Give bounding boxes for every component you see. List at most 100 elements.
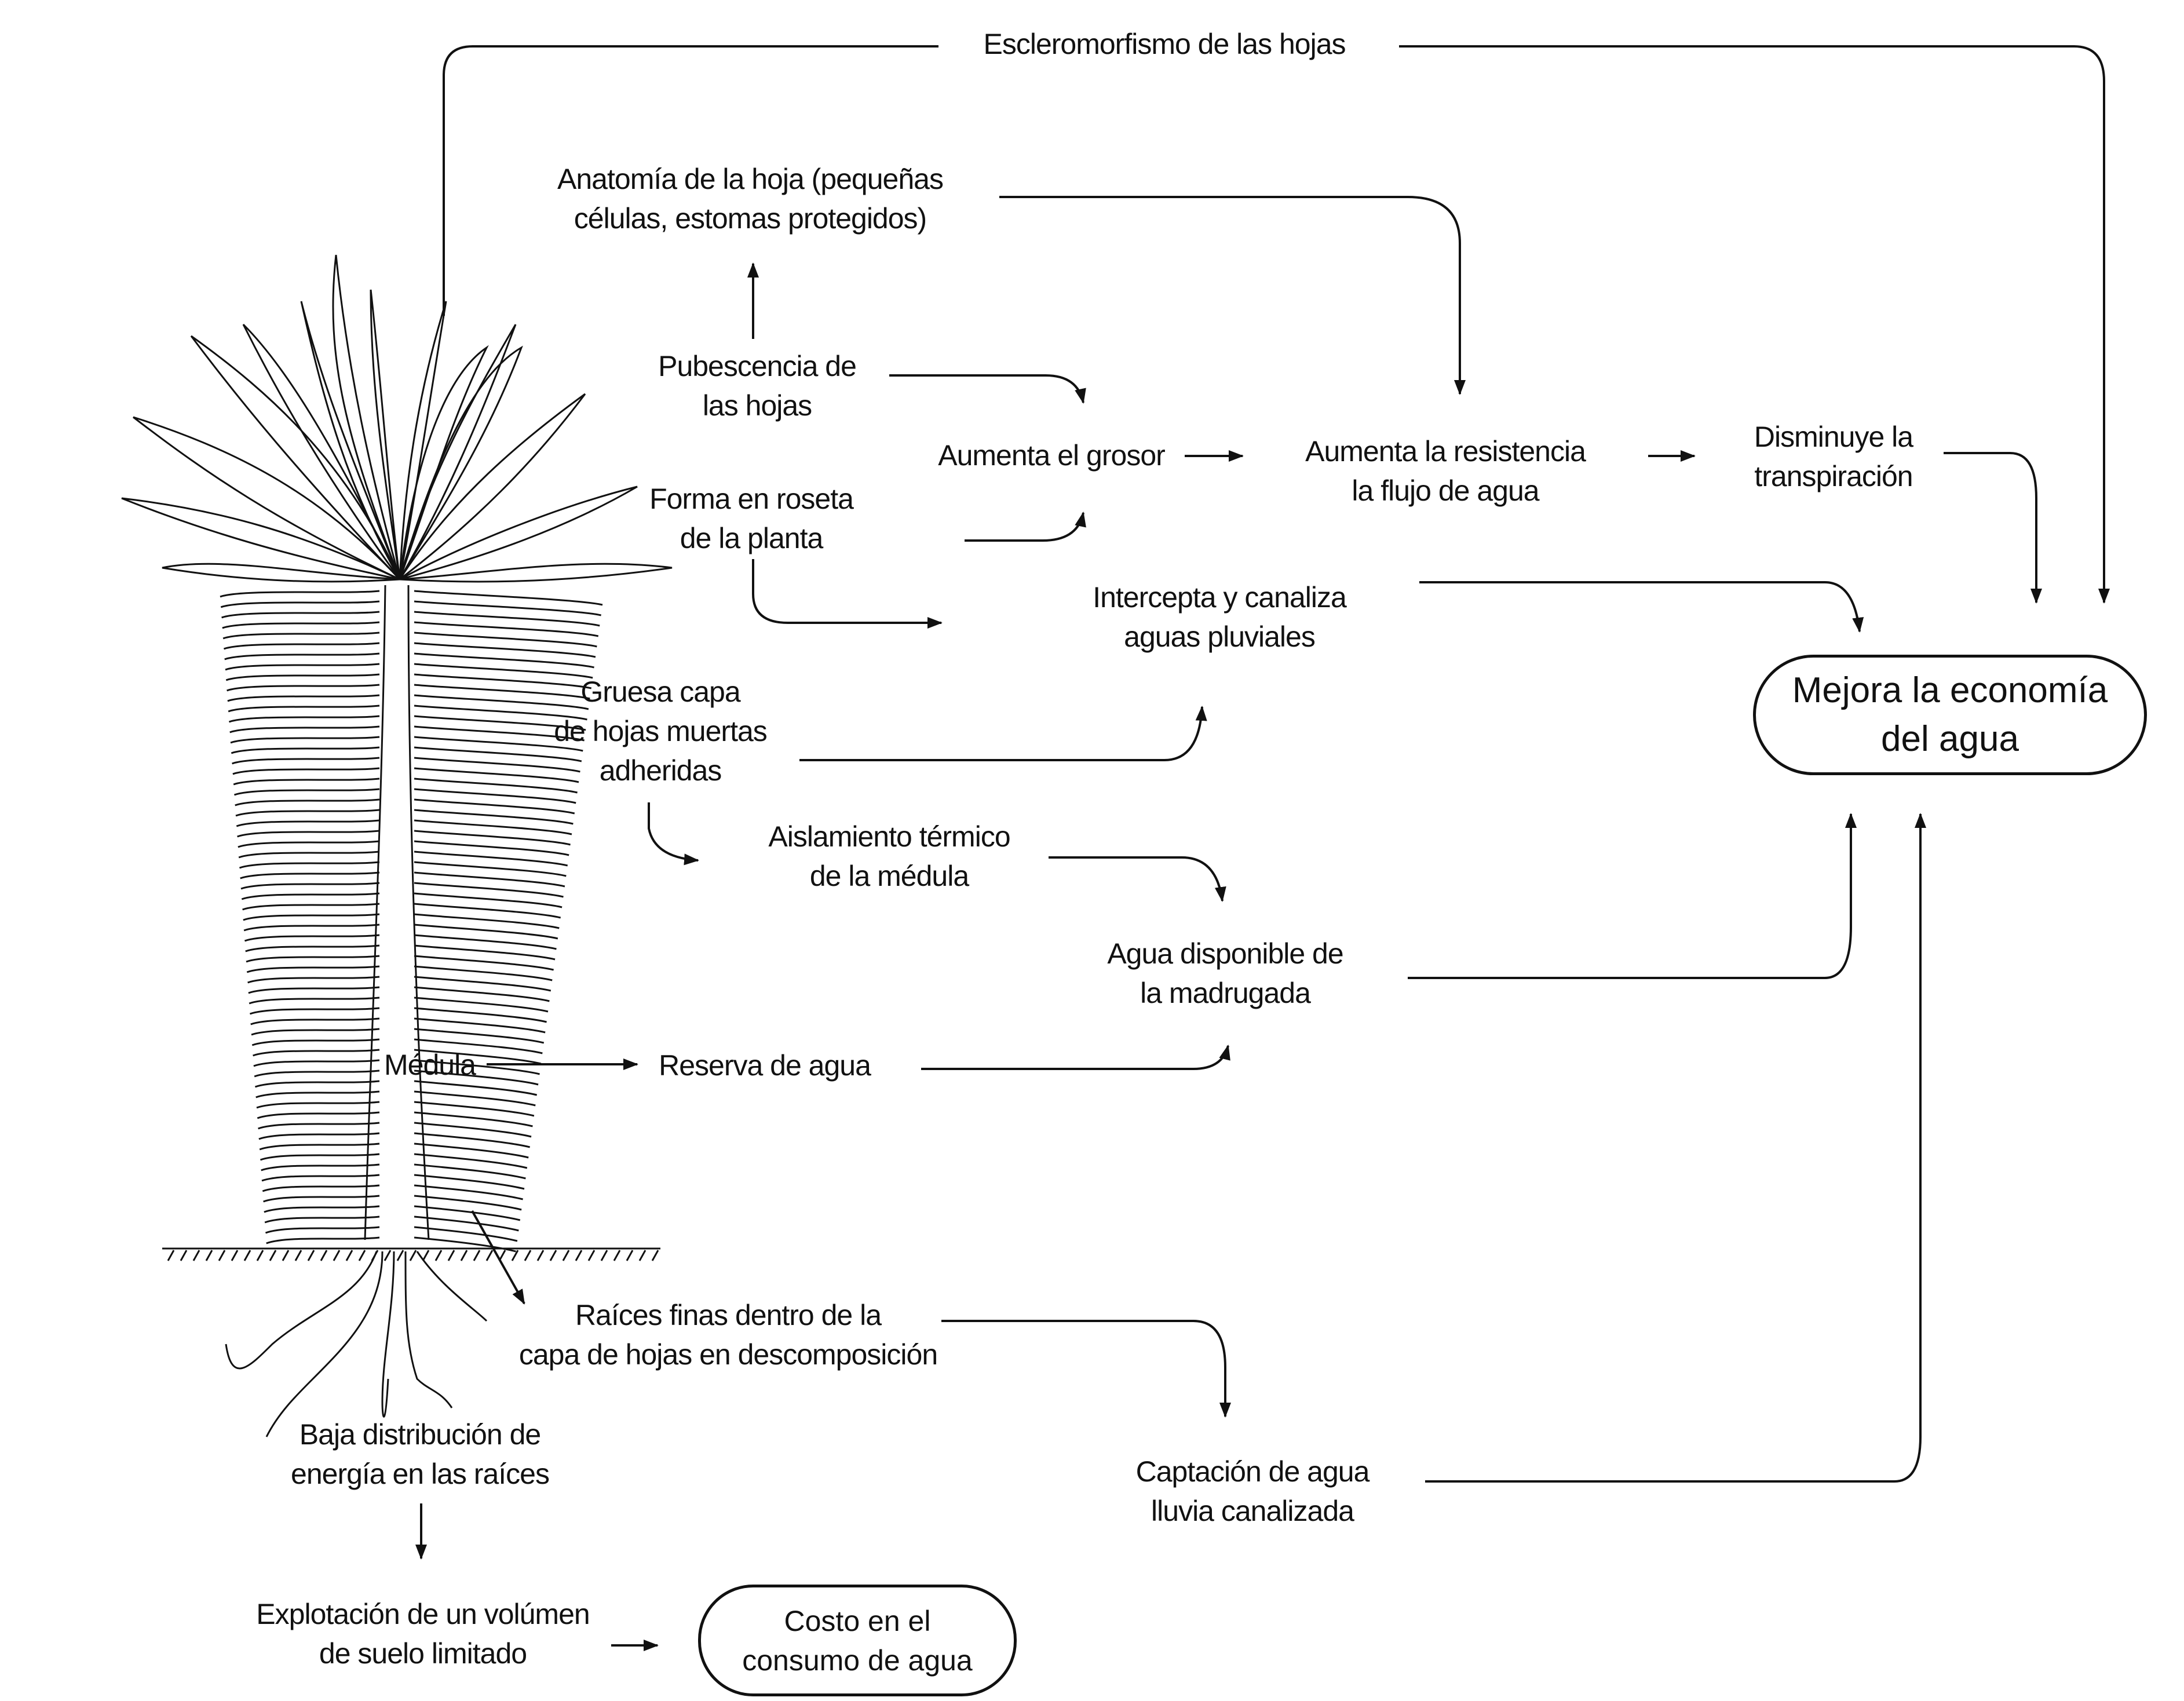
dead-leaf-stroke: [414, 1184, 523, 1200]
dead-leaf-stroke: [414, 882, 564, 898]
dead-leaf-stroke: [221, 611, 380, 619]
hatch-mark: [524, 1250, 532, 1261]
node-aumenta-grosor: Aumenta el grosor: [938, 439, 1166, 472]
dead-leaf-stroke: [414, 944, 556, 961]
node-escleromorfismo: Escleromorfismo de las hojas: [983, 28, 1346, 60]
dead-leaf-stroke: [414, 1122, 532, 1138]
dead-leaf-stroke: [243, 913, 380, 921]
dead-leaf-stroke: [414, 1038, 543, 1054]
edge-reserva-madrugada: [921, 1045, 1230, 1070]
dead-leaf-stroke: [232, 757, 380, 765]
hatch-mark: [205, 1250, 213, 1261]
dead-leaf-stroke: [251, 1028, 380, 1036]
dead-leaf-stroke: [246, 965, 380, 973]
dead-leaf-stroke: [256, 1101, 380, 1109]
dead-leaf-stroke: [414, 986, 550, 1002]
dead-leaf-stroke: [414, 694, 589, 710]
dead-leaf-stroke: [249, 996, 380, 1005]
dead-leaf-stroke: [414, 757, 580, 773]
dead-leaf-stroke: [414, 861, 567, 877]
dead-leaf-stroke: [247, 976, 380, 984]
dead-leaf-stroke: [414, 1132, 531, 1148]
ground-hatching: [167, 1250, 659, 1261]
dead-leaf-stroke: [414, 1017, 546, 1034]
dead-leaf-stroke: [258, 1132, 380, 1140]
dead-leaf-stroke: [414, 923, 558, 940]
node-anatomia-hoja: Anatomía de la hoja (pequeñas células, e…: [557, 163, 944, 235]
dead-leaf-stroke: [414, 673, 592, 689]
dead-leaf-stroke: [242, 903, 380, 911]
hatch-mark: [282, 1250, 290, 1261]
dead-leaf-stroke: [414, 965, 553, 981]
hatch-mark: [536, 1250, 545, 1261]
dead-leaf-stroke: [233, 788, 380, 796]
dead-leaf-stroke: [233, 778, 380, 786]
dead-leaf-stroke: [232, 767, 380, 775]
dead-leaf-stroke: [254, 1069, 380, 1078]
dead-leaf-stroke: [414, 1142, 529, 1159]
dead-leaf-stroke: [228, 715, 380, 723]
dead-leaf-stroke: [414, 684, 590, 700]
node-pubescencia: Pubescencia de las hojas: [658, 350, 857, 422]
dead-leaf-stroke: [414, 830, 571, 846]
hatch-mark: [243, 1250, 251, 1261]
hatch-mark: [575, 1250, 583, 1261]
node-aumenta-resistencia: Aumenta la resistencia la flujo de agua: [1305, 435, 1586, 507]
hatch-mark: [396, 1250, 404, 1261]
hatch-mark: [269, 1250, 277, 1261]
hatch-mark: [180, 1250, 188, 1261]
dead-leaf-stroke: [414, 736, 583, 752]
dead-leaf-stroke: [220, 590, 380, 598]
dead-leaf-stroke: [414, 1069, 539, 1086]
edge-anatomia-resistencia: [999, 196, 1466, 395]
dead-leaf-stroke: [414, 725, 585, 742]
dead-leaf-stroke: [414, 1174, 525, 1190]
edge-pubescencia-grosor: [889, 374, 1086, 404]
hatch-mark: [333, 1250, 341, 1261]
dead-leaf-stroke: [231, 746, 380, 754]
dead-leaf-stroke: [239, 861, 380, 869]
node-medula: Médula: [384, 1049, 476, 1081]
hatch-mark: [549, 1250, 557, 1261]
dead-leaf-stroke: [223, 642, 380, 650]
node-baja-distribucion: Baja distribución de energía en las raíc…: [291, 1418, 550, 1490]
dead-leaf-stroke: [230, 736, 380, 744]
node-intercepta: Intercepta y canaliza aguas pluviales: [1093, 581, 1347, 653]
dead-leaf-stroke: [414, 892, 563, 908]
mejora-label: Mejora la economía del agua: [1792, 670, 2108, 759]
dead-leaf-stroke: [228, 705, 380, 713]
dead-leaf-stroke: [414, 715, 586, 731]
dead-leaf-stroke: [414, 1090, 536, 1107]
dead-leaf-stroke: [414, 1195, 522, 1211]
dead-leaf-stroke: [414, 778, 578, 794]
edge-aislamiento-madrugada: [1049, 856, 1226, 902]
dead-leaf-stroke: [261, 1163, 380, 1171]
hatch-mark: [294, 1250, 302, 1261]
medulla-outline: [364, 585, 430, 1240]
hatch-mark: [307, 1250, 315, 1261]
dead-leaf-stroke: [235, 798, 380, 806]
hatch-mark: [447, 1250, 455, 1261]
dead-leaf-stroke: [254, 1080, 380, 1088]
edge-plant-esclero: [443, 45, 938, 316]
hatch-mark: [460, 1250, 468, 1261]
node-forma-roseta: Forma en roseta de la planta: [649, 483, 854, 554]
dead-leaf-stroke: [225, 663, 380, 671]
dead-leaf-stroke: [414, 663, 593, 679]
dead-leaf-stroke: [227, 684, 380, 692]
rosette-leaves-icon: [121, 254, 673, 583]
node-gruesa-capa: Gruesa capa de hojas muertas adheridas: [554, 676, 768, 787]
hatch-mark: [192, 1250, 200, 1261]
dead-leaf-stroke: [414, 611, 600, 627]
dead-leaf-stroke: [222, 621, 380, 629]
edge-captacion-mejora: [1425, 813, 1926, 1483]
hatch-mark: [167, 1250, 175, 1261]
hatch-mark: [384, 1250, 392, 1261]
hatch-mark: [320, 1250, 328, 1261]
dead-leaf-stroke: [414, 746, 582, 762]
node-explotacion: Explotación de un volúmen de suelo limit…: [256, 1598, 590, 1670]
dead-leaf-stroke: [414, 600, 601, 616]
edge-transpiracion-mejora: [1944, 452, 2042, 604]
dead-leaf-stroke: [253, 1049, 380, 1057]
edge-madrugada-mejora: [1408, 813, 1857, 979]
